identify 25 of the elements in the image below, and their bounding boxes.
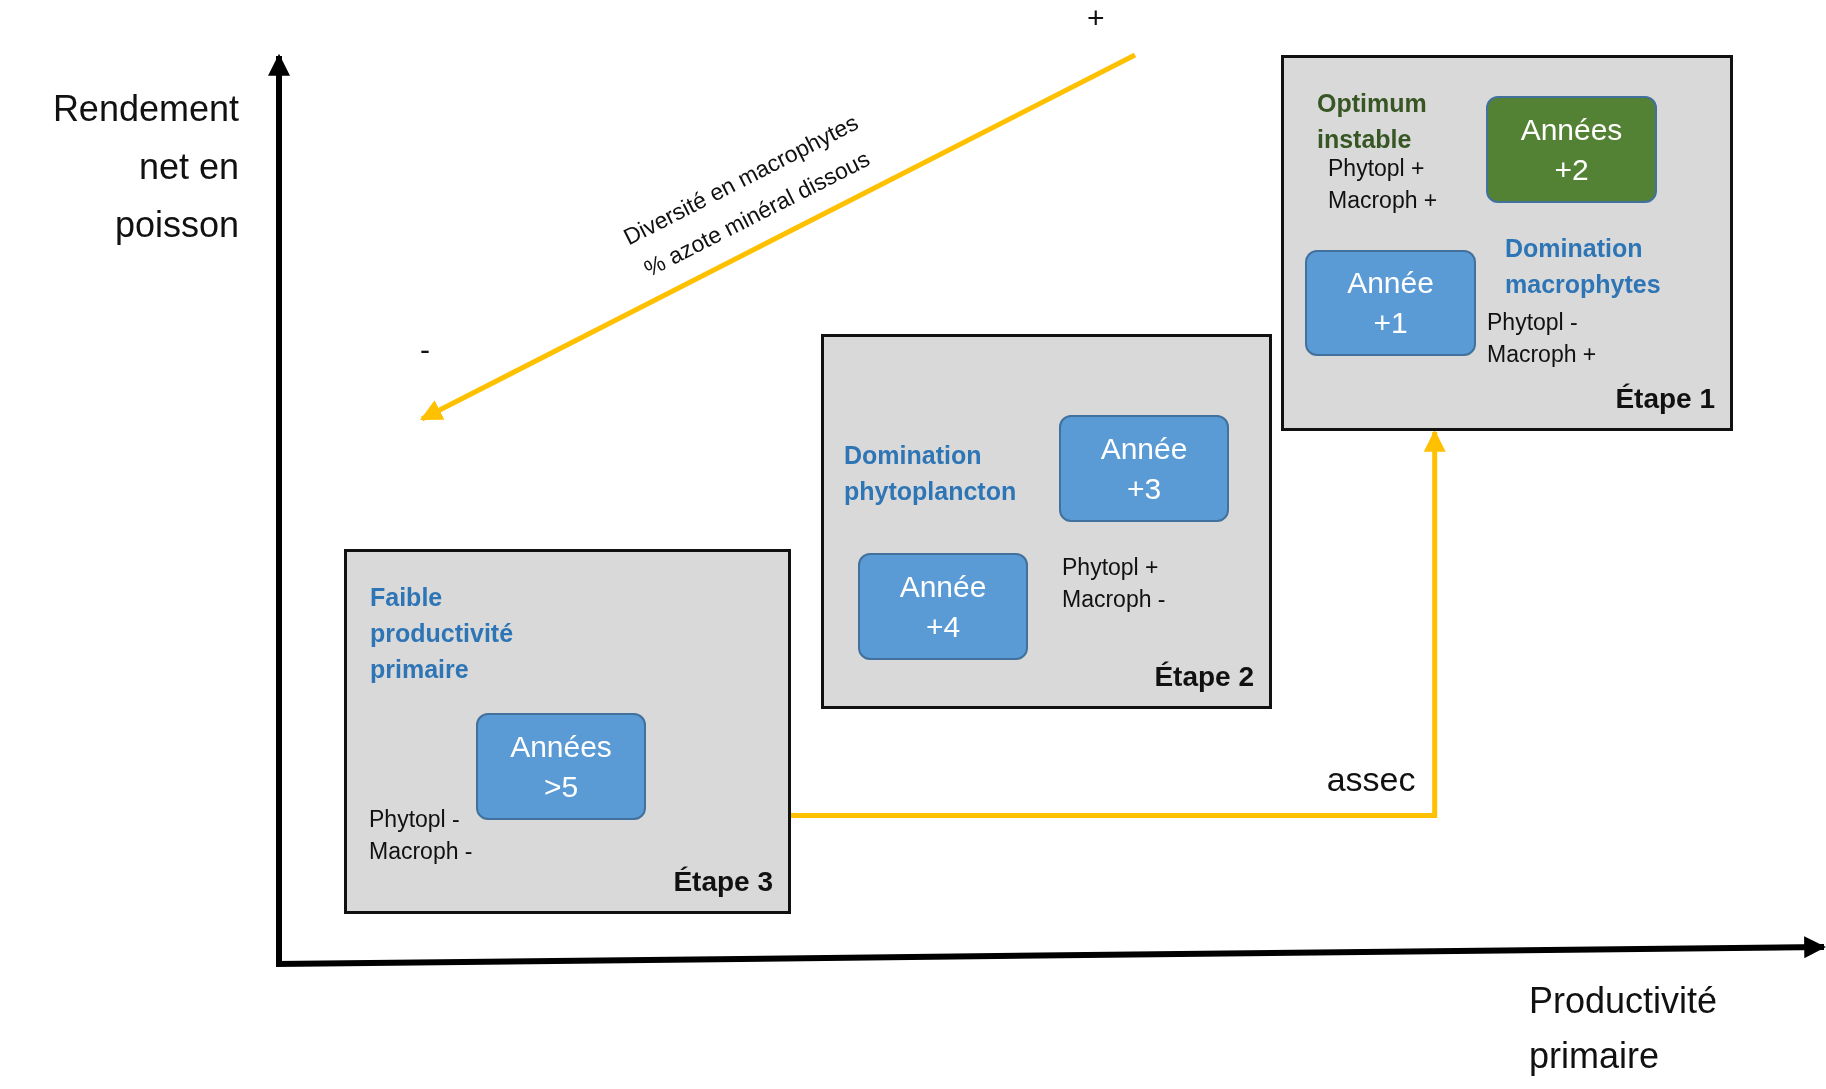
stage-label: Étape 2 [1154,660,1254,694]
stage-heading: Domination phytoplancton [844,440,1018,507]
axis-label: Rendement net en poisson [51,87,239,247]
species-note: Phytopl - Macroph + [1487,308,1598,369]
year-box: Année +3 [1059,415,1229,522]
stage-box [821,334,1272,709]
stage-box [344,549,791,914]
year-box: Années +2 [1486,96,1657,203]
species-note: Phytopl - Macroph - [369,805,474,866]
stage-box [1281,55,1733,431]
stage-heading: Optimum instable [1317,88,1428,155]
plus-sign: + [1087,0,1105,36]
species-note: Phytopl + Macroph - [1062,553,1167,614]
stage-label: Étape 3 [673,865,773,899]
year-box: Année +4 [858,553,1028,660]
year-box: Année +1 [1305,250,1476,356]
minus-sign: - [420,332,430,368]
year-box: Années >5 [476,713,646,820]
species-note: Phytopl + Macroph + [1328,154,1439,215]
stage-heading: Domination macrophytes [1505,233,1662,300]
arrow [791,429,1446,818]
stage-label: Étape 1 [1615,382,1715,416]
stage-heading: Faible productivité primaire [370,582,515,685]
axis-label: Productivité primaire [1529,979,1719,1078]
edge-label: assec [1326,759,1416,801]
